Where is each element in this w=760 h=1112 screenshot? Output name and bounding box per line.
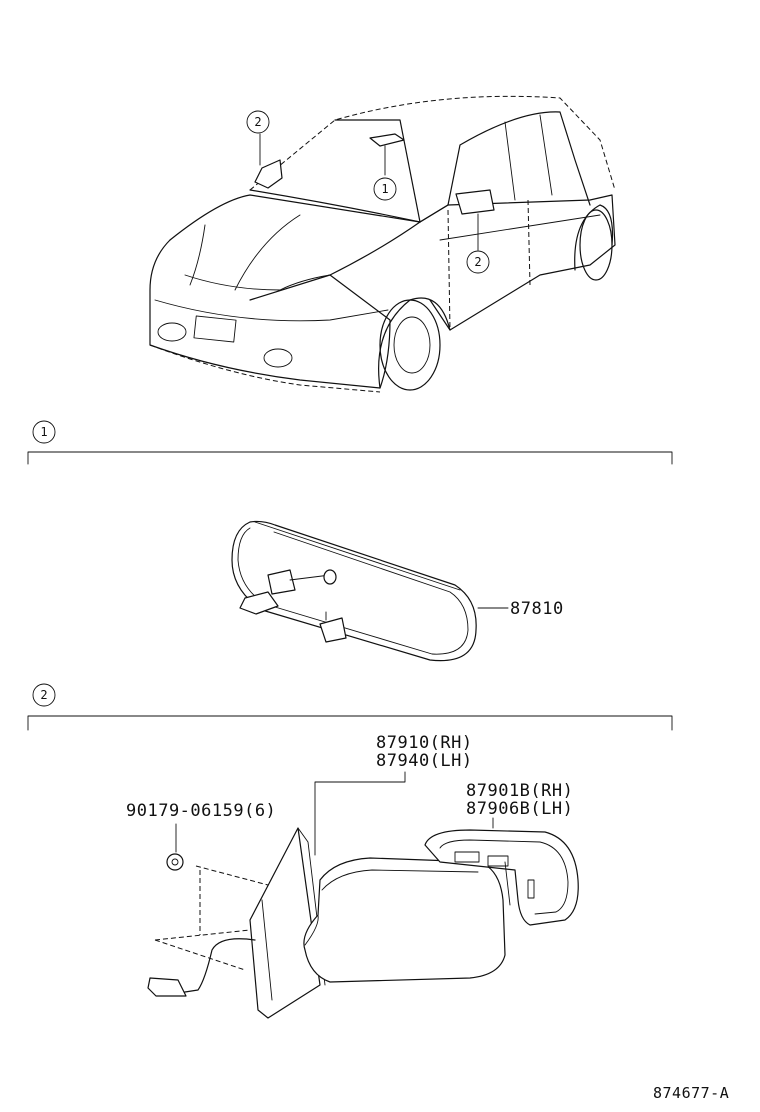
part-number-outer-mirror-lh: 87940(LH) (376, 751, 473, 771)
callout-number: 2 (254, 115, 261, 129)
callout-rear-mirror-overview: 1 (373, 177, 397, 201)
mirror-cover (424, 829, 579, 926)
part-number-mirror-cover-rh: 87901B(RH) (466, 781, 573, 801)
callout-number: 1 (381, 182, 388, 196)
section-number: 2 (40, 688, 47, 702)
drawing-number: 874677-A (653, 1084, 729, 1102)
leader-line-outer-mirror (314, 771, 406, 856)
part-number-screw: 90179-06159(6) (126, 801, 276, 821)
part-number-mirror-cover-lh: 87906B(LH) (466, 799, 573, 819)
callout-door-mirror-right-overview: 2 (466, 250, 490, 274)
part-number-outer-mirror-rh: 87910(RH) (376, 733, 473, 753)
section-2-bracket (27, 715, 673, 731)
section-number: 1 (40, 425, 47, 439)
callout-number: 2 (474, 255, 481, 269)
part-number-inner-mirror: 87810 (510, 599, 564, 619)
outer-door-mirror-assembly (147, 827, 506, 1019)
section-2-header: 2 (27, 683, 673, 731)
section-1-header: 1 (27, 420, 673, 465)
inner-rear-view-mirror (231, 520, 477, 662)
callout-door-mirror-left-overview: 2 (246, 110, 270, 134)
section-1-bracket (27, 451, 673, 465)
car-overview-illustration (149, 95, 616, 393)
